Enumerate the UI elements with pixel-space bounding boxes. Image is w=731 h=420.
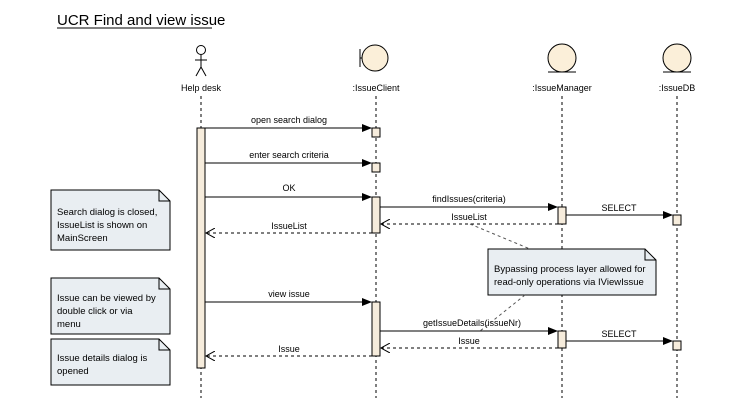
message-label-open-search: open search dialog [251, 115, 327, 125]
message-label-issuelist-1: IssueList [451, 212, 487, 222]
activation-client-3 [371, 196, 381, 234]
helpdesk-actor-icon [195, 45, 207, 77]
message-label-find-issues: findIssues(criteria) [432, 194, 506, 204]
note-text-search-closed: Search dialog is closed, IssueList is sh… [57, 207, 160, 244]
activation-client-4 [371, 301, 381, 357]
lifeline-label-manager: :IssueManager [532, 83, 592, 93]
activation-manager-1 [557, 206, 567, 225]
note-details-opened [50, 338, 171, 386]
control-icon [547, 43, 577, 73]
lifeline-label-client: :IssueClient [352, 83, 400, 93]
activation-client-1 [371, 127, 381, 138]
message-label-issuelist-2: IssueList [271, 221, 307, 231]
activation-db-1 [672, 214, 682, 226]
boundary-icon [359, 44, 389, 72]
lifeline-label-db: :IssueDB [659, 83, 696, 93]
diagram-title: UCR Find and view issue [57, 12, 225, 29]
message-label-select-2: SELECT [601, 329, 637, 339]
lifeline-label-helpdesk: Help desk [181, 83, 222, 93]
message-label-enter-criteria: enter search criteria [249, 150, 329, 160]
note-connector-1 [469, 223, 531, 250]
note-bypassing [487, 248, 657, 296]
message-label-ok: OK [282, 183, 295, 193]
activation-helpdesk [196, 127, 206, 369]
note-search-closed [50, 189, 171, 251]
message-label-get-details: getIssueDetails(issueNr) [423, 318, 521, 328]
message-label-select-1: SELECT [601, 203, 637, 213]
activation-client-2 [371, 162, 381, 173]
note-connector-2 [479, 294, 526, 332]
message-label-issue-1: Issue [458, 336, 480, 346]
activation-db-2 [672, 340, 682, 351]
entity-icon [662, 43, 692, 73]
message-label-view-issue: view issue [268, 289, 310, 299]
note-text-bypassing: Bypassing process layer allowed for read… [494, 264, 648, 288]
message-label-issue-2: Issue [278, 344, 300, 354]
note-text-details-opened: Issue details dialog is opened [57, 353, 150, 377]
activation-manager-2 [557, 330, 567, 349]
note-view-issue [50, 277, 171, 335]
note-text-view-issue: Issue can be viewed by double click or v… [57, 293, 158, 330]
